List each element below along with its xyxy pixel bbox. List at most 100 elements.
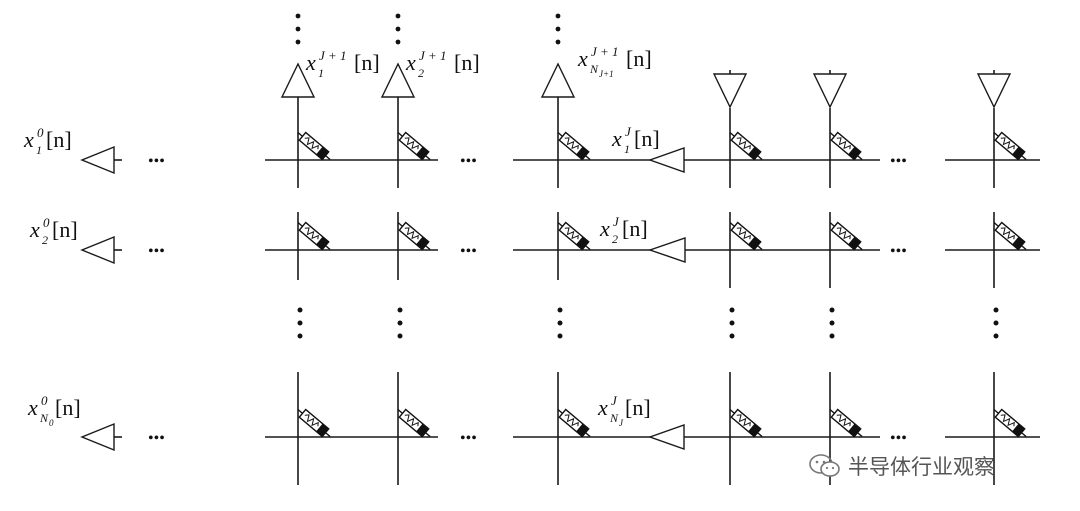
svg-text:x: x xyxy=(305,50,316,75)
vertical-ellipsis-dot xyxy=(729,307,735,313)
watermark: 半导体行业观察 xyxy=(808,452,995,480)
top-ellipsis-dot xyxy=(395,39,401,45)
svg-text:N: N xyxy=(609,411,619,425)
horizontal-ellipsis: ••• xyxy=(890,243,907,260)
vertical-ellipsis-dot xyxy=(557,333,563,339)
memristor-14 xyxy=(397,408,431,438)
vertical-ellipsis-dot xyxy=(397,320,403,326)
horizontal-ellipsis: ••• xyxy=(460,430,477,447)
layer-amplifier-3 xyxy=(647,424,685,450)
memristor-16 xyxy=(729,408,763,438)
vertical-ellipsis-dot xyxy=(829,320,835,326)
horizontal-ellipsis: ••• xyxy=(148,243,165,260)
top-ellipsis-dot xyxy=(555,26,561,32)
memristor-6 xyxy=(993,131,1027,161)
svg-text:[n]: [n] xyxy=(634,126,660,151)
horizontal-ellipsis: ••• xyxy=(148,153,165,170)
column-driver-1 xyxy=(712,73,748,109)
svg-text:0: 0 xyxy=(43,215,50,230)
vertical-ellipsis-dot xyxy=(297,307,303,313)
memristor-18 xyxy=(993,408,1027,438)
svg-text:[n]: [n] xyxy=(454,50,480,75)
horizontal-ellipsis: ••• xyxy=(460,243,477,260)
memristor-12 xyxy=(993,221,1027,251)
output-amplifier-3 xyxy=(540,62,576,98)
memristor-7 xyxy=(297,221,331,251)
svg-text:N: N xyxy=(39,411,49,425)
memristor-11 xyxy=(829,221,863,251)
svg-text:[n]: [n] xyxy=(52,217,78,242)
svg-text:J + 1: J + 1 xyxy=(319,48,347,63)
svg-text:[n]: [n] xyxy=(626,46,652,71)
horizontal-ellipsis: ••• xyxy=(148,430,165,447)
svg-text:J: J xyxy=(625,124,632,139)
svg-text:1: 1 xyxy=(36,143,42,157)
svg-text:x: x xyxy=(29,217,40,242)
column-driver-2 xyxy=(812,73,848,109)
vertical-ellipsis-dot xyxy=(729,333,735,339)
vertical-ellipsis-dot xyxy=(829,307,835,313)
svg-text:2: 2 xyxy=(612,232,618,246)
vertical-ellipsis-dot xyxy=(993,307,999,313)
vertical-ellipsis-dot xyxy=(297,333,303,339)
svg-text:2: 2 xyxy=(418,66,424,80)
vertical-ellipsis-dot xyxy=(557,307,563,313)
svg-text:x: x xyxy=(611,126,622,151)
top-ellipsis-dot xyxy=(395,13,401,19)
horizontal-ellipsis: ••• xyxy=(890,153,907,170)
svg-text:0: 0 xyxy=(37,125,44,140)
svg-text:x: x xyxy=(577,46,588,71)
vertical-ellipsis-dot xyxy=(993,320,999,326)
vertical-ellipsis-dot xyxy=(397,333,403,339)
column-driver-3 xyxy=(976,73,1012,109)
vertical-ellipsis-dot xyxy=(297,320,303,326)
svg-text:x: x xyxy=(599,216,610,241)
svg-text:[n]: [n] xyxy=(55,395,81,420)
memristor-15 xyxy=(557,408,591,438)
svg-text:[n]: [n] xyxy=(625,395,651,420)
vertical-ellipsis-dot xyxy=(397,307,403,313)
wechat-icon xyxy=(809,454,840,477)
svg-text:1: 1 xyxy=(318,66,324,80)
svg-text:J+1: J+1 xyxy=(599,69,614,79)
svg-text:x: x xyxy=(405,50,416,75)
svg-text:2: 2 xyxy=(42,233,48,247)
output-amplifier-1 xyxy=(280,62,316,98)
top-ellipsis-dot xyxy=(555,13,561,19)
watermark-text: 半导体行业观察 xyxy=(848,455,995,479)
top-ellipsis-dot xyxy=(555,39,561,45)
svg-text:[n]: [n] xyxy=(622,216,648,241)
svg-text:N: N xyxy=(589,62,599,76)
memristor-13 xyxy=(297,408,331,438)
memristor-9 xyxy=(557,221,591,251)
top-ellipsis-dot xyxy=(395,26,401,32)
svg-text:x: x xyxy=(597,395,608,420)
svg-text:J + 1: J + 1 xyxy=(419,48,447,63)
svg-text:1: 1 xyxy=(624,142,630,156)
svg-text:J: J xyxy=(613,214,620,229)
input-amplifier-2 xyxy=(80,235,115,265)
svg-text:[n]: [n] xyxy=(354,50,380,75)
horizontal-ellipsis: ••• xyxy=(890,430,907,447)
input-amplifier-1 xyxy=(80,145,115,175)
vertical-ellipsis-dot xyxy=(557,320,563,326)
vertical-ellipsis-dot xyxy=(729,320,735,326)
input-amplifier-3 xyxy=(80,422,115,452)
memristor-10 xyxy=(729,221,763,251)
layer-amplifier-2 xyxy=(647,237,686,263)
memristor-5 xyxy=(829,131,863,161)
output-amplifier-2 xyxy=(380,62,416,98)
memristor-17 xyxy=(829,408,863,438)
top-ellipsis-dot xyxy=(295,39,301,45)
horizontal-ellipsis: ••• xyxy=(460,153,477,170)
memristor-8 xyxy=(397,221,431,251)
